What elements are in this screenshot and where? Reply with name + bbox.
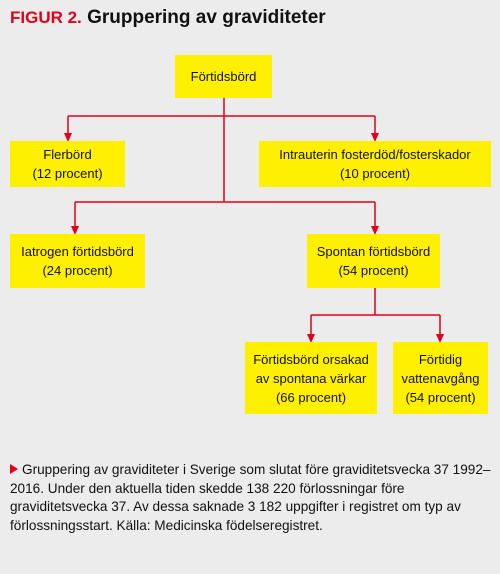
node-multiple-percent: (12 procent) bbox=[32, 166, 103, 181]
node-multiple-label: Flerbörd bbox=[43, 147, 92, 162]
node-spontaneous-percent: (54 procent) bbox=[338, 263, 409, 278]
figure-label: FIGUR 2. bbox=[10, 8, 82, 27]
node-iufd-label: Intrauterin fosterdöd/fosterskador bbox=[279, 147, 471, 162]
figure-title: FIGUR 2. Gruppering av graviditeter bbox=[10, 7, 326, 29]
node-iatrogenic-label: Iatrogen förtidsbörd bbox=[21, 244, 134, 259]
node-contractions-line1: Förtidsbörd orsakad bbox=[253, 351, 369, 367]
node-spontaneous: Spontan förtidsbörd (54 procent) bbox=[307, 234, 440, 288]
caption-triangle-icon bbox=[10, 464, 18, 474]
node-contractions-percent: (66 procent) bbox=[275, 389, 347, 405]
node-multiple-births: Flerbörd (12 procent) bbox=[10, 141, 125, 187]
node-iatrogenic-percent: (24 procent) bbox=[42, 263, 113, 278]
node-rupture-percent: (54 procent) bbox=[405, 389, 476, 405]
node-root: Förtidsbörd bbox=[175, 55, 272, 98]
node-spontaneous-contractions: Förtidsbörd orsakad av spontana värkar (… bbox=[245, 342, 377, 414]
figure-title-text: Gruppering av graviditeter bbox=[87, 7, 326, 28]
node-intrauterine-death: Intrauterin fosterdöd/fosterskador (10 p… bbox=[259, 141, 491, 187]
node-rupture-line1: Förtidig bbox=[418, 351, 463, 367]
caption-text: Gruppering av graviditeter i Sverige som… bbox=[10, 462, 491, 533]
node-water-rupture: Förtidig vattenavgång (54 procent) bbox=[393, 342, 488, 414]
node-rupture-line2: vattenavgång bbox=[401, 370, 480, 386]
node-iatrogenic: Iatrogen förtidsbörd (24 procent) bbox=[10, 234, 145, 288]
node-iufd-percent: (10 procent) bbox=[339, 166, 411, 181]
node-root-label: Förtidsbörd bbox=[190, 69, 257, 84]
node-contractions-line2: av spontana värkar bbox=[255, 370, 367, 386]
figure-caption: Gruppering av graviditeter i Sverige som… bbox=[10, 461, 495, 535]
node-spontaneous-label: Spontan förtidsbörd bbox=[316, 244, 431, 259]
